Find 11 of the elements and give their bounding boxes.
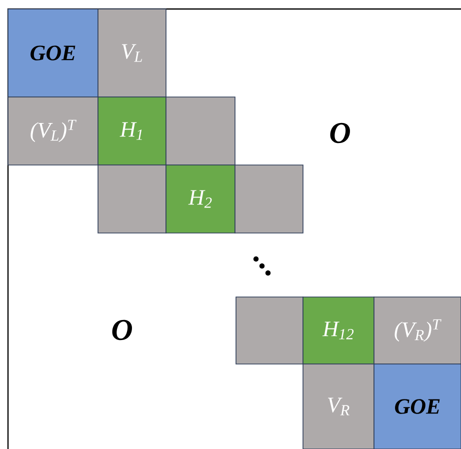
matrix-block: (V$_{R}$)$^{T}$ (374, 296, 461, 364)
zero-block-symbol: O (112, 320, 132, 340)
matrix-block: V$_{R}$ (302, 364, 374, 449)
matrix-block: (V$_{L}$)$^{T}$ (8, 96, 98, 166)
zero-block-symbol: O (330, 122, 350, 144)
matrix-block: GOE (374, 364, 461, 449)
matrix-block: H$_{1}$ (98, 96, 166, 166)
matrix-block: H$_{2}$ (166, 164, 236, 234)
matrix-block: H$_{12}$ (302, 296, 374, 364)
matrix-block: GOE (8, 8, 98, 98)
matrix-block: V$_{L}$ (98, 8, 166, 98)
